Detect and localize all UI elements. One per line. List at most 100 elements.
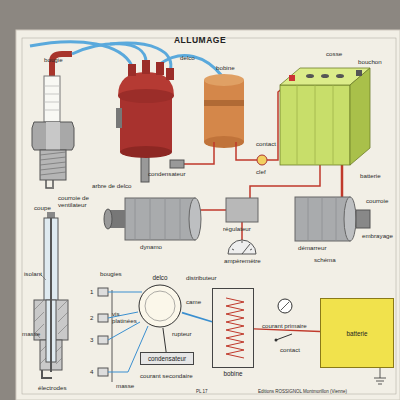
part-label: Editions ROSSIGNOL Montmorillon (Vienne) [258, 389, 347, 395]
distributor-outline [138, 284, 182, 328]
part-label: courroie [366, 197, 388, 204]
dynamo-end [189, 198, 201, 240]
delco-tower [166, 68, 174, 80]
battery-terminal [289, 75, 295, 81]
starter-pinion [356, 210, 370, 228]
part-label: régulateur [223, 225, 251, 232]
delco-tower [142, 60, 150, 74]
node-label: condensateur [121, 355, 213, 362]
delco-tower [156, 62, 164, 75]
plug-thread [40, 150, 66, 180]
plug-symbol [98, 314, 108, 322]
leader-line [36, 274, 46, 338]
switch-pivot [275, 339, 278, 342]
center-electrode [50, 218, 52, 372]
battery-terminal [356, 70, 362, 76]
plug-symbol [98, 288, 108, 296]
node-label: bobine [193, 370, 273, 377]
part-label: ampèremètre [224, 257, 261, 264]
callout-number: 4 [90, 368, 93, 375]
part-label: batterie [360, 172, 381, 179]
capacitor-box: condensateur [140, 352, 194, 365]
lt-wire [236, 142, 257, 160]
delco-clip [116, 108, 122, 128]
battery-box: batterie [320, 298, 394, 368]
ground-electrode [42, 370, 52, 378]
ammeter-needle [232, 241, 252, 254]
callout-number: 2 [90, 314, 93, 321]
part-label: dynamo [140, 243, 162, 250]
node-label: batterie [301, 330, 400, 337]
coil-body [204, 80, 244, 142]
part-label: delco [180, 54, 195, 61]
dynamo-ribs [135, 198, 180, 240]
battery-plug [321, 74, 329, 78]
capacitor [170, 160, 184, 168]
part-label: condensateur [148, 170, 186, 177]
ammeter-symbol [278, 299, 292, 313]
ht-lead [182, 313, 212, 322]
part-label: embrayage [362, 232, 393, 239]
part-label: contact [280, 346, 300, 353]
battery-plug [306, 74, 314, 78]
poster-frame [22, 38, 396, 394]
part-label: came [186, 298, 201, 305]
insulator-ribs [44, 86, 60, 110]
ground-symbol [374, 368, 386, 384]
part-label: clef [256, 168, 266, 175]
poster-title: ALLUMAGE [0, 35, 400, 45]
part-label: coupe [34, 204, 51, 211]
plug-electrode [46, 180, 54, 188]
pulley-face [104, 209, 112, 229]
part-label: masse [116, 382, 134, 389]
ammeter-arrow [281, 302, 289, 310]
part-label: arbre de delco [92, 182, 132, 189]
part-label: cosse [326, 50, 342, 57]
starter-ribs [308, 197, 336, 241]
part-label: isolant [24, 270, 42, 277]
delco-base [120, 146, 172, 158]
coil-box: bobine [212, 288, 254, 368]
hex-facet [46, 122, 60, 150]
poster-sheet [16, 30, 400, 400]
part-label: rupteur [172, 330, 192, 337]
part-label: masse [22, 330, 40, 337]
switch-symbol [276, 334, 292, 340]
distributor-ring [145, 291, 175, 321]
lt-wire [250, 165, 320, 198]
dynamo-body [125, 198, 195, 240]
delco-rim [118, 89, 174, 103]
lt-wire [184, 142, 214, 164]
ignition-key [257, 155, 267, 165]
part-label: PL 17 [196, 389, 208, 395]
plug-insulator [44, 76, 60, 122]
regulator-box [226, 198, 258, 222]
delco-body [120, 96, 172, 152]
part-label: courant primaire [262, 322, 307, 329]
coil-bottom [204, 136, 244, 148]
coil-winding [226, 298, 244, 358]
part-label: bougie [44, 56, 63, 63]
part-label: courroie de ventilateur [58, 194, 104, 208]
callout-number: 3 [90, 336, 93, 343]
part-label: bobine [216, 64, 235, 71]
thread-lines [40, 152, 66, 175]
starter-end [344, 197, 356, 241]
battery-plug [336, 74, 344, 78]
distributor-circle: delco [138, 284, 182, 328]
part-label: contact [256, 140, 276, 147]
capacitor-lead [163, 328, 166, 352]
starter-body [295, 197, 350, 241]
primary-wire [254, 329, 320, 332]
starter-cable [341, 165, 344, 197]
ground-rail [112, 290, 113, 382]
ammeter-gauge [228, 240, 256, 254]
part-label: distributeur [186, 274, 217, 281]
battery-side [350, 68, 370, 165]
battery-ribs [297, 85, 333, 165]
part-label: vis platinées [112, 310, 140, 324]
part-label: bouchon [358, 58, 382, 65]
delco-tower [128, 64, 136, 76]
callout-number: 1 [90, 288, 93, 295]
battery-front [280, 85, 350, 165]
